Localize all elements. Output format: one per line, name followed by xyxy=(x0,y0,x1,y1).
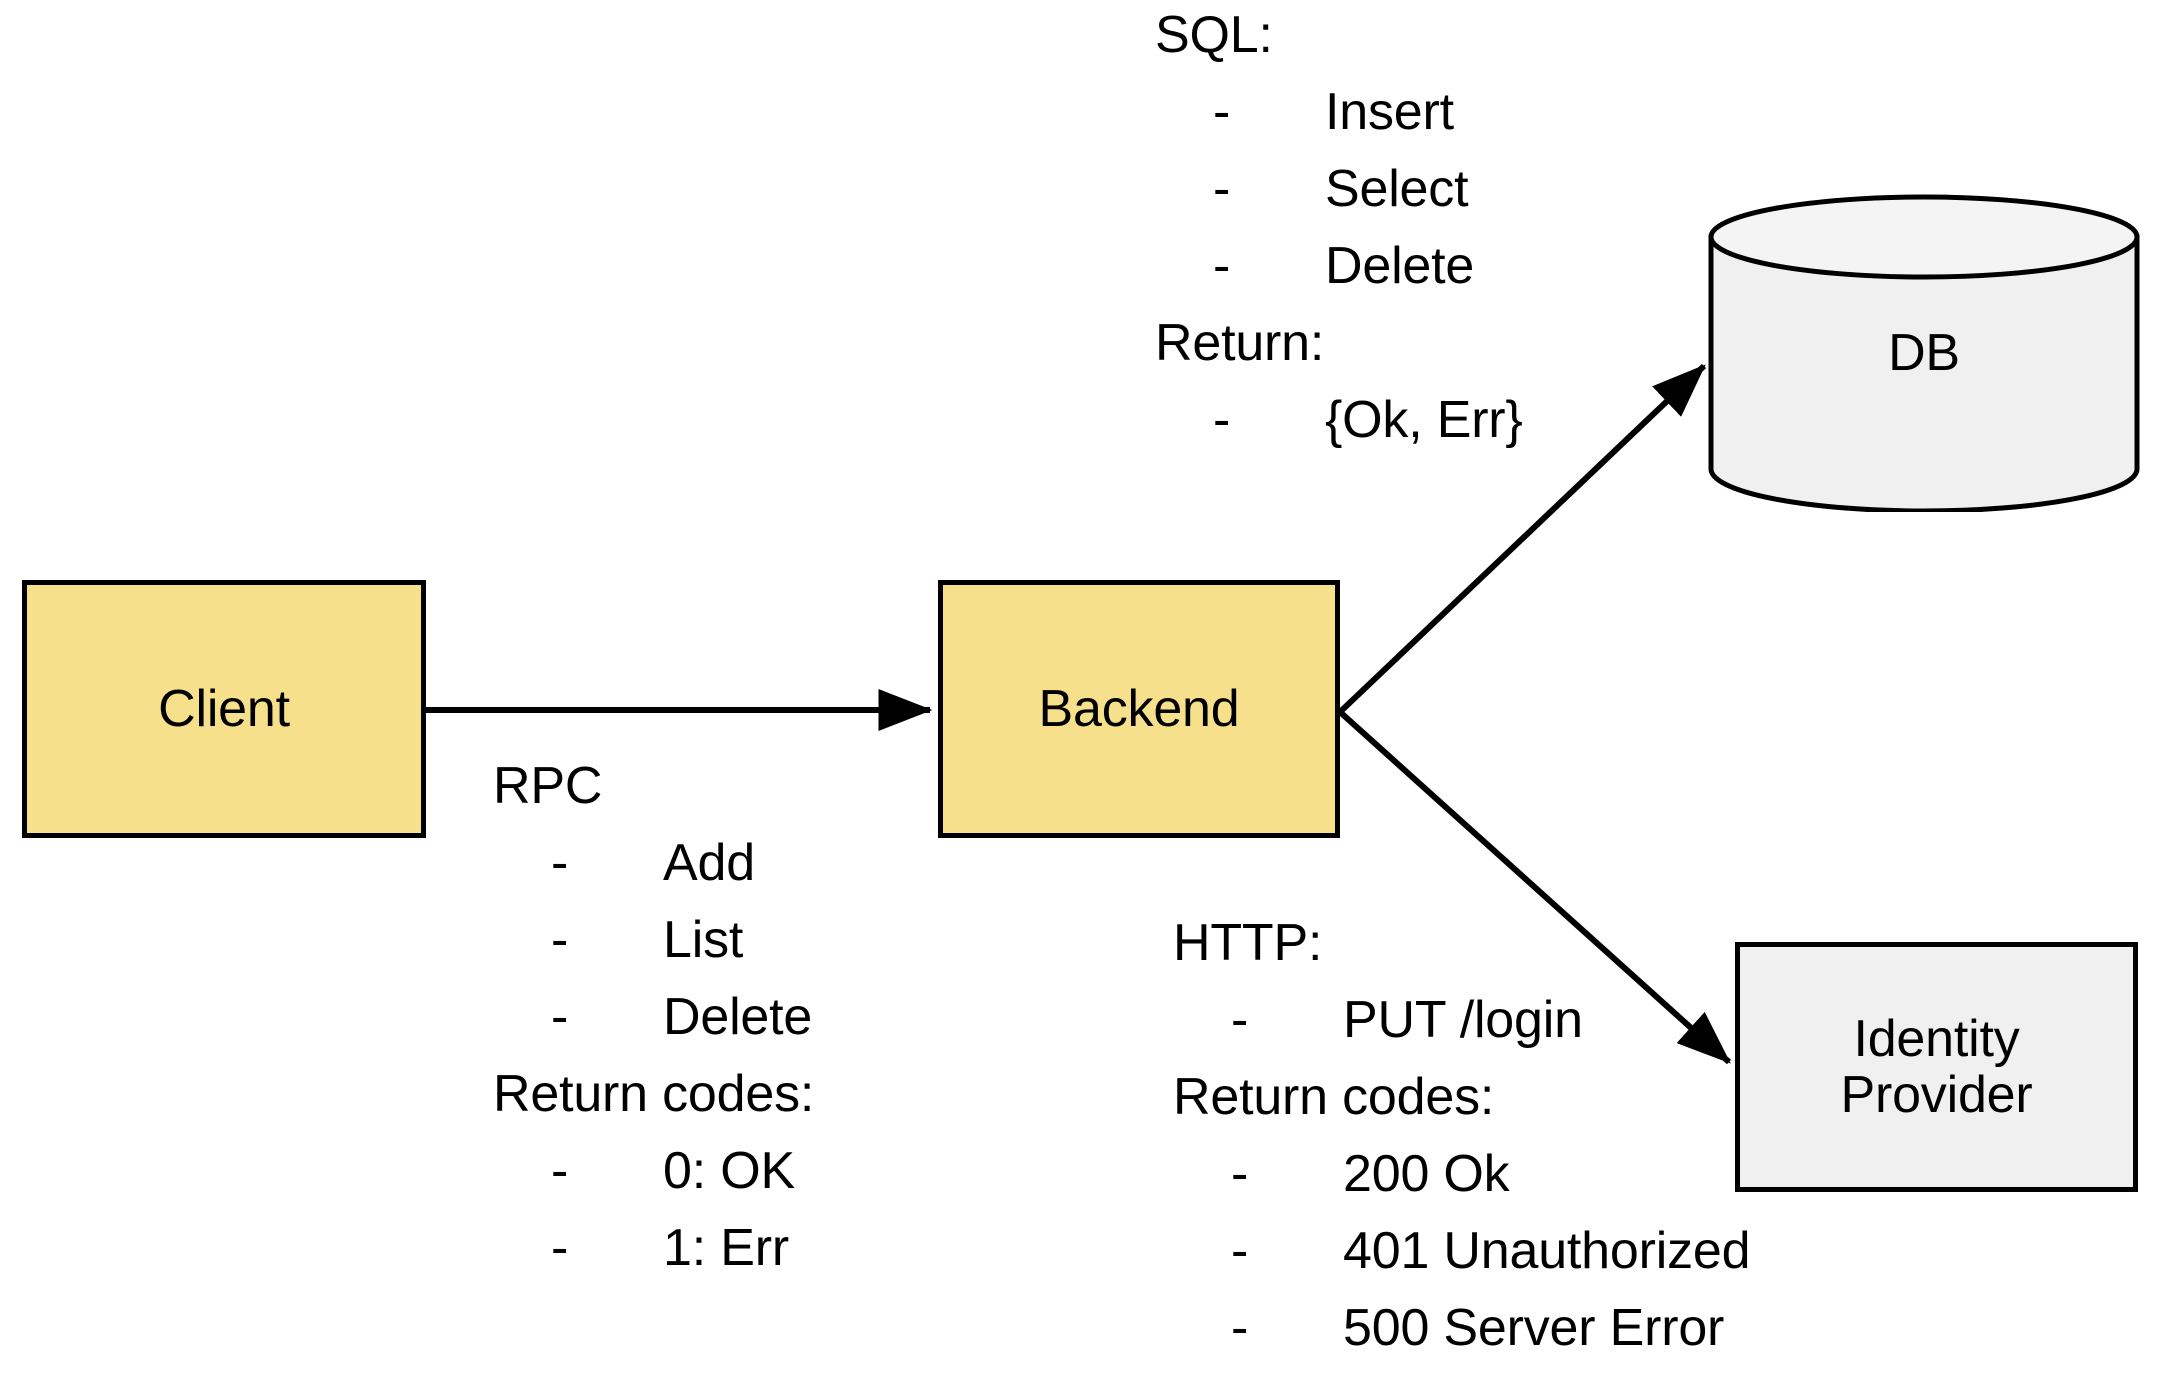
node-client[interactable]: Client xyxy=(22,580,426,838)
annotation-http-return-item-label: 200 Ok xyxy=(1343,1145,1510,1203)
annotation-sql: SQL: - Insert - Select - Delete Return: … xyxy=(1155,0,1523,459)
annotation-sql-heading: SQL: xyxy=(1155,6,1273,64)
node-identity-provider-label-line1: Identity xyxy=(1853,1009,2020,1068)
annotation-sql-item: - Select xyxy=(1155,151,1523,228)
database-cylinder-icon xyxy=(1708,194,2140,512)
annotation-rpc: RPC - Add - List - Delete Return codes: … xyxy=(493,748,814,1287)
annotation-sql-item-label: Delete xyxy=(1325,237,1475,295)
annotation-http: HTTP: - PUT /login Return codes: - 200 O… xyxy=(1173,905,1751,1367)
bullet-dash-icon: - xyxy=(551,911,569,969)
node-backend-label: Backend xyxy=(1038,679,1240,738)
annotation-sql-item: - Insert xyxy=(1155,74,1523,151)
node-backend[interactable]: Backend xyxy=(938,580,1340,838)
bullet-dash-icon: - xyxy=(1213,83,1231,141)
bullet-dash-icon: - xyxy=(1213,160,1231,218)
annotation-sql-return-heading: Return: xyxy=(1155,314,1325,372)
bullet-dash-icon: - xyxy=(551,834,569,892)
annotation-sql-item-label: Select xyxy=(1325,160,1469,218)
node-client-label: Client xyxy=(158,679,290,738)
bullet-dash-icon: - xyxy=(1231,1145,1249,1203)
annotation-sql-item-label: Insert xyxy=(1325,83,1454,141)
annotation-http-item-label: PUT /login xyxy=(1343,991,1583,1049)
annotation-rpc-item: - List xyxy=(493,902,814,979)
annotation-http-item: - PUT /login xyxy=(1173,982,1750,1059)
annotation-rpc-return-heading: Return codes: xyxy=(493,1065,815,1123)
annotation-rpc-item-label: List xyxy=(663,911,744,969)
bullet-dash-icon: - xyxy=(551,1219,569,1277)
annotation-http-heading: HTTP: xyxy=(1173,914,1323,972)
annotation-http-return-heading: Return codes: xyxy=(1173,1068,1495,1126)
annotation-rpc-return-item: - 0: OK xyxy=(493,1133,814,1210)
bullet-dash-icon: - xyxy=(1231,991,1249,1049)
annotation-sql-return-item: - {Ok, Err} xyxy=(1155,382,1523,459)
annotation-rpc-item: - Add xyxy=(493,825,814,902)
annotation-http-return-item-label: 500 Server Error xyxy=(1343,1299,1725,1357)
bullet-dash-icon: - xyxy=(1213,391,1231,449)
annotation-rpc-item: - Delete xyxy=(493,979,814,1056)
node-identity-provider-label-line2: Provider xyxy=(1840,1066,2033,1124)
annotation-rpc-item-label: Add xyxy=(663,834,755,892)
node-database-label: DB xyxy=(1888,324,1960,382)
node-database[interactable]: DB xyxy=(1708,194,2140,512)
annotation-http-return-item: - 401 Unauthorized xyxy=(1173,1213,1751,1290)
annotation-sql-return-item-label: {Ok, Err} xyxy=(1325,391,1523,449)
bullet-dash-icon: - xyxy=(1231,1299,1249,1357)
annotation-rpc-return-item-label: 0: OK xyxy=(663,1142,795,1200)
annotation-rpc-item-label: Delete xyxy=(663,988,813,1046)
bullet-dash-icon: - xyxy=(1213,237,1231,295)
bullet-dash-icon: - xyxy=(551,988,569,1046)
node-identity-provider[interactable]: Identity Provider xyxy=(1735,942,2138,1192)
annotation-rpc-return-item-label: 1: Err xyxy=(663,1219,789,1277)
annotation-rpc-return-item: - 1: Err xyxy=(493,1210,814,1287)
annotation-http-return-item: - 200 Ok xyxy=(1173,1136,1750,1213)
annotation-http-return-item: - 500 Server Error xyxy=(1173,1290,1750,1367)
annotation-rpc-heading: RPC xyxy=(493,757,603,815)
annotation-http-return-item-label: 401 Unauthorized xyxy=(1343,1222,1751,1280)
bullet-dash-icon: - xyxy=(1231,1222,1249,1280)
annotation-sql-item: - Delete xyxy=(1155,228,1523,305)
bullet-dash-icon: - xyxy=(551,1142,569,1200)
